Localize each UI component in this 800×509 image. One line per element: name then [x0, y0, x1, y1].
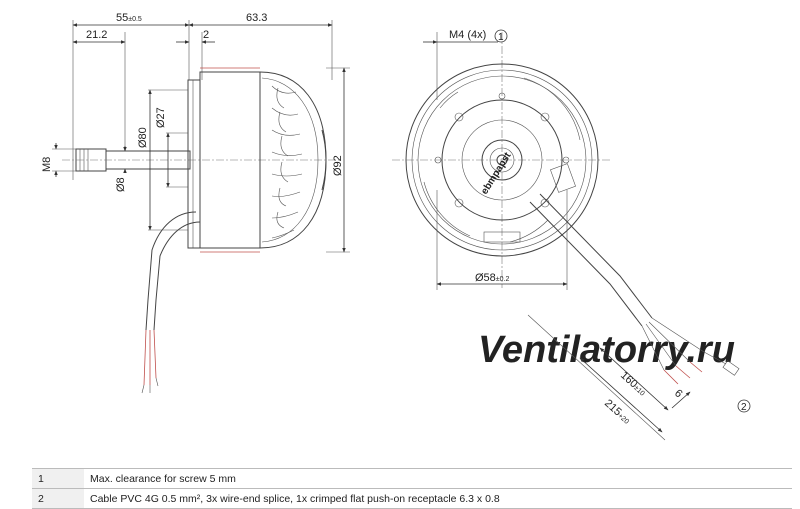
- dim-m8: M8: [41, 157, 53, 172]
- notes-table: 1 Max. clearance for screw 5 mm 2 Cable …: [32, 468, 792, 509]
- dim-2: 2: [203, 29, 209, 41]
- note-text: Max. clearance for screw 5 mm: [84, 468, 792, 489]
- note-number: 1: [32, 468, 84, 489]
- note-text: Cable PVC 4G 0.5 mm², 3x wire-end splice…: [84, 488, 792, 509]
- dim-63-3: 63.3: [246, 12, 267, 24]
- technical-drawing: Ventilatorry.ru 55±0.5 63.3 21.2 2: [41, 12, 751, 441]
- note-row: 1 Max. clearance for screw 5 mm: [32, 468, 792, 489]
- marker-2: 2: [741, 402, 747, 413]
- dim-55: 55±0.5: [116, 12, 142, 24]
- dim-phi8: Ø8: [115, 177, 127, 192]
- watermark-text: Ventilatorry.ru: [478, 329, 735, 371]
- dim-m4: M4 (4x): [449, 29, 486, 41]
- dim-21-2: 21.2: [86, 29, 107, 41]
- front-view: ebmpapst M4 (4x) 1 Ø58±0.2 215+20 160±10…: [392, 29, 751, 441]
- dim-160: 160±10: [618, 369, 648, 398]
- side-view: 55±0.5 63.3 21.2 2 M8: [41, 12, 350, 394]
- note-row: 2 Cable PVC 4G 0.5 mm², 3x wire-end spli…: [32, 488, 792, 509]
- dim-phi27: Ø27: [155, 107, 167, 128]
- note-number: 2: [32, 488, 84, 509]
- marker-1: 1: [498, 32, 504, 43]
- logo-text: ebmpapst: [479, 150, 514, 196]
- dim-phi58: Ø58±0.2: [475, 272, 509, 284]
- dim-phi80: Ø80: [137, 127, 149, 148]
- dim-phi92: Ø92: [332, 155, 344, 176]
